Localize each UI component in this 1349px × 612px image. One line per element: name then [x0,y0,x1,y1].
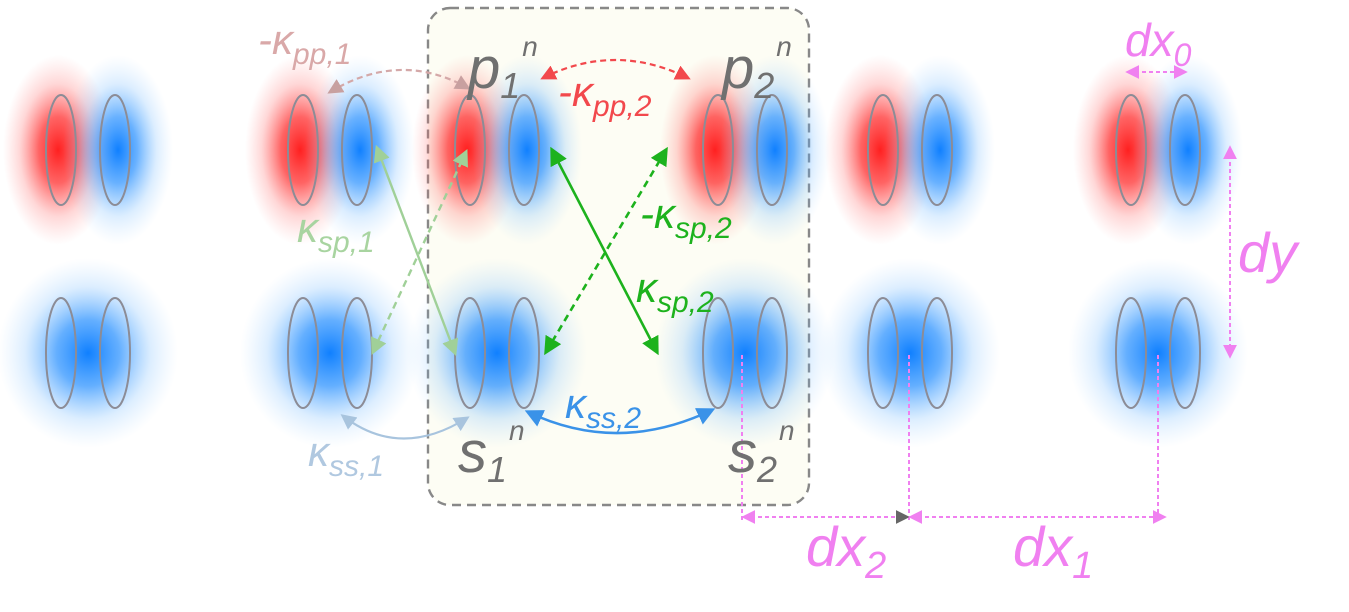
label-dx1: dx1 [1013,515,1093,587]
label-kss1: κss,1 [308,428,384,483]
label-dy: dy [1238,221,1300,284]
kss1-arrow [340,414,470,440]
label-ksp2-negative: -κsp,2 [640,190,732,245]
s-orbital-s1 [407,258,587,448]
p-orbital [3,55,173,245]
kpp2-arrow [540,59,691,80]
label-ksp1: κsp,1 [297,204,375,259]
p-orbital [1073,55,1243,245]
label-kpp2: -κpp,2 [558,68,652,123]
label-ksp2: κsp,2 [636,264,714,319]
s-orbital [0,258,178,448]
label-p2: p2n [720,31,792,106]
s-orbital-row [0,258,1248,448]
label-kpp1: -κpp,1 [258,16,351,71]
label-dx2: dx2 [806,515,886,587]
p-orbital [825,55,995,245]
s-orbital [240,258,420,448]
label-s1: s1n [458,415,525,490]
ksp1-dashed-arrow [371,148,468,356]
label-p1: p1n [466,31,538,106]
ksp2-dashed-arrow [544,146,668,356]
kpp1-arrow [327,68,471,94]
s-orbital [820,258,1000,448]
p-orbital [245,55,415,245]
kss2-arrow [524,408,716,435]
s-orbital [1068,258,1248,448]
p-orbital-p2 [660,55,830,245]
label-kss2: κss,2 [565,380,641,435]
s-orbital-s2 [655,258,835,448]
label-s2: s2n [728,415,795,490]
p-orbital-row [3,55,1243,245]
label-dx0: dx0 [1125,14,1192,73]
